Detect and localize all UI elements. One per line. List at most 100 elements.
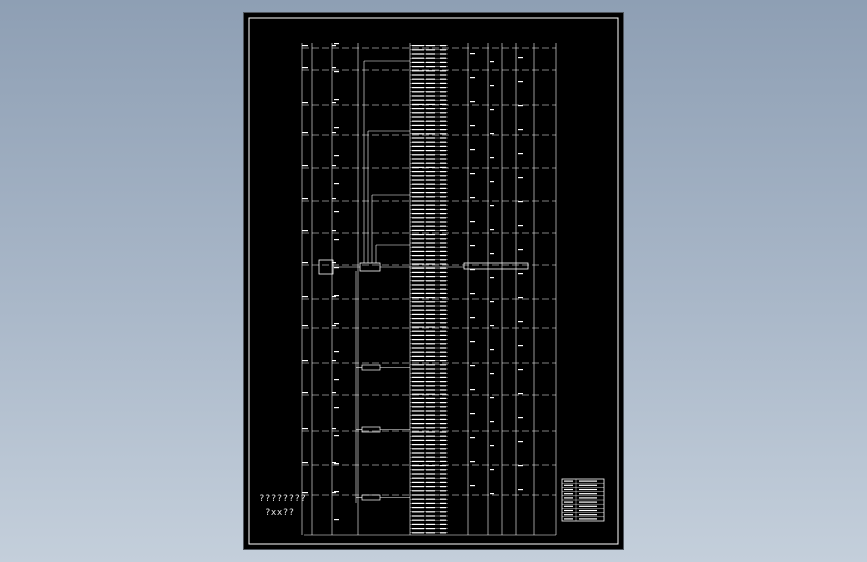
terminal-id-mark bbox=[440, 116, 446, 118]
title-block-text-mark bbox=[579, 509, 597, 512]
right-symbol-mark bbox=[470, 317, 475, 319]
title-block-text-mark bbox=[579, 505, 597, 507]
terminal-id-mark bbox=[440, 45, 446, 47]
terminal-id-mark bbox=[440, 515, 446, 517]
title-block-text-mark bbox=[564, 509, 573, 512]
title-block-text-mark bbox=[564, 493, 573, 495]
terminal-id-mark bbox=[440, 477, 446, 479]
right-symbol-mark bbox=[490, 109, 494, 111]
terminal-id-mark bbox=[440, 309, 446, 311]
right-symbol-mark bbox=[518, 465, 523, 467]
title-block-text-mark bbox=[579, 484, 597, 486]
row-tag-mark bbox=[332, 45, 336, 47]
row-number-mark bbox=[302, 165, 308, 167]
drawing-caption-line-1: ???????? bbox=[259, 494, 307, 504]
branch-tag-mark bbox=[334, 183, 339, 185]
terminal-id-mark bbox=[440, 196, 446, 198]
terminal-id-mark bbox=[440, 95, 446, 97]
right-symbol-mark bbox=[518, 273, 523, 275]
row-tag-mark bbox=[332, 198, 336, 200]
title-block-text-mark bbox=[564, 488, 573, 491]
right-symbol-mark bbox=[518, 369, 523, 371]
terminal-id-mark bbox=[440, 141, 446, 143]
right-symbol-mark bbox=[470, 149, 475, 151]
terminal-id-mark bbox=[440, 145, 446, 147]
terminal-id-mark bbox=[440, 183, 446, 185]
terminal-id-mark bbox=[440, 490, 446, 492]
terminal-id-mark bbox=[440, 502, 446, 504]
terminal-id-mark bbox=[440, 368, 446, 370]
wiring-schematic bbox=[248, 17, 619, 545]
terminal-id-mark bbox=[440, 70, 446, 72]
right-symbol-mark bbox=[518, 81, 523, 83]
terminal-id-mark bbox=[440, 284, 446, 286]
row-tag-mark bbox=[332, 492, 336, 494]
terminal-id-mark bbox=[440, 465, 446, 467]
terminal-id-mark bbox=[440, 376, 446, 378]
terminal-id-mark bbox=[440, 221, 446, 223]
right-symbol-mark bbox=[490, 469, 494, 471]
terminal-id-mark bbox=[440, 297, 446, 299]
junction-box-middle bbox=[359, 262, 381, 272]
right-symbol-mark bbox=[518, 321, 523, 323]
branch-tag-mark bbox=[334, 463, 339, 465]
terminal-id-mark bbox=[440, 150, 446, 152]
terminal-id-mark bbox=[440, 242, 446, 244]
right-symbol-mark bbox=[470, 365, 475, 367]
branch-tag-mark bbox=[334, 351, 339, 353]
branch-tag-mark bbox=[334, 127, 339, 129]
device-box-2 bbox=[361, 494, 381, 501]
right-symbol-mark bbox=[470, 389, 475, 391]
row-number-mark bbox=[302, 360, 308, 362]
terminal-id-mark bbox=[440, 343, 446, 345]
terminal-id-mark bbox=[440, 292, 446, 294]
branch-tag-mark bbox=[334, 519, 339, 521]
terminal-id-mark bbox=[440, 381, 446, 383]
terminal-id-mark bbox=[440, 406, 446, 408]
right-symbol-mark bbox=[518, 57, 523, 59]
terminal-id-mark bbox=[440, 431, 446, 433]
terminal-id-mark bbox=[440, 49, 446, 51]
right-symbol-mark bbox=[518, 129, 523, 131]
terminal-id-mark bbox=[440, 280, 446, 282]
branch-tag-mark bbox=[334, 43, 339, 45]
branch-tag-mark bbox=[334, 379, 339, 381]
row-number-mark bbox=[302, 492, 308, 494]
terminal-id-mark bbox=[440, 460, 446, 462]
terminal-id-mark bbox=[440, 263, 446, 265]
right-symbol-mark bbox=[490, 253, 494, 255]
title-block-text-mark bbox=[579, 493, 597, 495]
right-symbol-mark bbox=[518, 441, 523, 443]
terminal-id-mark bbox=[440, 91, 446, 93]
terminal-id-mark bbox=[440, 393, 446, 395]
right-symbol-mark bbox=[490, 229, 494, 231]
terminal-id-mark bbox=[440, 385, 446, 387]
terminal-id-mark bbox=[440, 66, 446, 68]
title-block-text-mark bbox=[579, 514, 597, 516]
terminal-id-mark bbox=[440, 414, 446, 416]
row-number-mark bbox=[302, 428, 308, 430]
row-number-mark bbox=[302, 296, 308, 298]
terminal-id-mark bbox=[440, 53, 446, 55]
terminal-id-mark bbox=[440, 166, 446, 168]
title-block-text-mark bbox=[564, 497, 573, 499]
right-symbol-mark bbox=[490, 397, 494, 399]
right-symbol-mark bbox=[490, 349, 494, 351]
branch-tag-mark bbox=[334, 323, 339, 325]
terminal-id-mark bbox=[440, 175, 446, 177]
terminal-id-mark bbox=[440, 418, 446, 420]
terminal-id-mark bbox=[440, 61, 446, 63]
terminal-id-mark bbox=[440, 494, 446, 496]
row-number-mark bbox=[302, 102, 308, 104]
title-block-text-mark bbox=[579, 497, 597, 499]
terminal-id-mark bbox=[440, 238, 446, 240]
drawing-sheet: ???????? ?xx?? bbox=[244, 13, 623, 549]
right-symbol-mark bbox=[470, 245, 475, 247]
terminal-id-mark bbox=[440, 204, 446, 206]
terminal-id-mark bbox=[440, 452, 446, 454]
terminal-id-mark bbox=[440, 448, 446, 450]
right-symbol-mark bbox=[518, 105, 523, 107]
terminal-id-mark bbox=[440, 360, 446, 362]
branch-tag-mark bbox=[334, 435, 339, 437]
row-number-mark bbox=[302, 198, 308, 200]
